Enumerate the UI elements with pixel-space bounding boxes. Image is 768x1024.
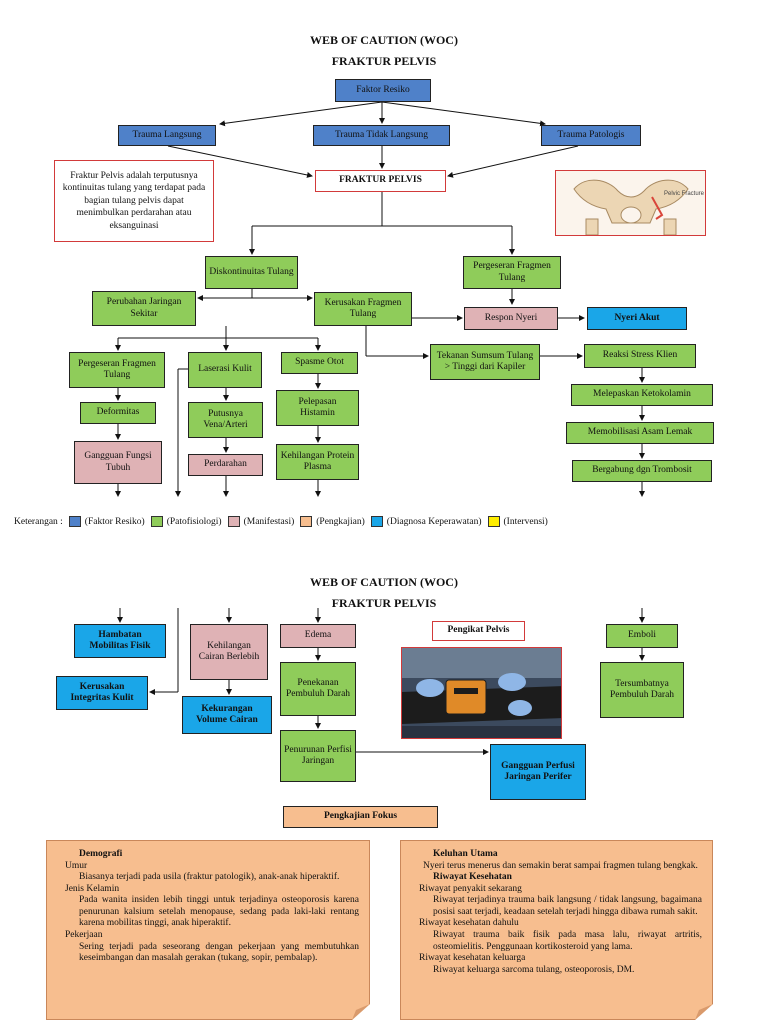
page-fold-icon [352, 1004, 370, 1020]
pekerjaan-text: Sering terjadi pada seseorang dengan pek… [79, 941, 359, 964]
legend: Keterangan : (Faktor Resiko) (Patofisiol… [14, 516, 548, 527]
legend-swatch [68, 516, 81, 527]
pekerjaan-label: Pekerjaan [65, 930, 103, 941]
node-kerusakan-integritas: Kerusakan Integritas Kulit [56, 676, 148, 710]
node-memobilisasi-asam: Memobilisasi Asam Lemak [566, 422, 714, 444]
legend-item-faktor-resiko: (Faktor Resiko) [68, 516, 145, 527]
binder-illustration [402, 648, 561, 738]
node-pengkajian-fokus: Pengkajian Fokus [283, 806, 438, 828]
fraktur-title-2: FRAKTUR PELVIS [331, 596, 437, 610]
legend-item-manifestasi: (Manifestasi) [227, 516, 294, 527]
node-kehilangan-protein: Kehilangan Protein Plasma [276, 444, 359, 480]
legend-item-diagnosa: (Diagnosa Keperawatan) [370, 516, 482, 527]
node-emboli: Emboli [606, 624, 678, 648]
node-tekanan-sumsum: Tekanan Sumsum Tulang > Tinggi dari Kapi… [430, 344, 540, 380]
node-diskontinuitas: Diskontinuitas Tulang [205, 256, 298, 289]
panel-keluhan: Keluhan Utama Nyeri terus menerus dan se… [400, 840, 713, 1020]
node-gangguan-fungsi: Gangguan Fungsi Tubuh [74, 441, 162, 484]
node-kehilangan-cairan: Kehilangan Cairan Berlebih [190, 624, 268, 680]
image-caption: Pelvic Fracture [664, 191, 705, 197]
node-pergeseran-fragmen-top: Pergeseran Fragmen Tulang [463, 256, 561, 289]
node-pelepasan-histamin: Pelepasan Histamin [276, 390, 359, 426]
keluhan-heading: Keluhan Utama [433, 849, 498, 859]
node-gangguan-perfusi: Gangguan Perfusi Jaringan Perifer [490, 744, 586, 800]
node-trauma-patologis: Trauma Patologis [541, 125, 641, 146]
node-bergabung-trombosit: Bergabung dgn Trombosit [572, 460, 712, 482]
node-nyeri-akut: Nyeri Akut [587, 307, 687, 330]
keluhan-text: Nyeri terus menerus dan semakin berat sa… [423, 860, 698, 871]
node-penekanan-pembuluh: Penekanan Pembuluh Darah [280, 662, 356, 716]
node-pengikat-pelvis: Pengikat Pelvis [432, 621, 525, 641]
legend-swatch [150, 516, 163, 527]
node-edema: Edema [280, 624, 356, 648]
legend-swatch [370, 516, 383, 527]
keluarga-text: Riwayat keluarga sarcoma tulang, osteopo… [433, 964, 635, 975]
node-laserasi-kulit: Laserasi Kulit [188, 352, 262, 388]
node-tersumbatnya: Tersumbatnya Pembuluh Darah [600, 662, 684, 718]
woc-title: WEB OF CAUTION (WOC) [310, 33, 458, 47]
legend-item-patofisiologi: (Patofisiologi) [150, 516, 222, 527]
node-perubahan-jaringan: Perubahan Jaringan Sekitar [92, 291, 196, 326]
definition-note: Fraktur Pelvis adalah terputusnya kontin… [54, 160, 214, 242]
legend-swatch [227, 516, 240, 527]
jenis-kelamin-text: Pada wanita insiden lebih tinggi untuk t… [79, 895, 359, 929]
fraktur-title: FRAKTUR PELVIS [331, 54, 437, 68]
node-penurunan-perfusi: Penurunan Perfisi Jaringan [280, 730, 356, 782]
pelvis-illustration [556, 171, 705, 235]
node-hambatan-mobilitas: Hambatan Mobilitas Fisik [74, 624, 166, 658]
node-melepaskan-ketokolamin: Melepaskan Ketokolamin [571, 384, 713, 406]
pelvis-image: Pelvic Fracture [555, 170, 706, 236]
dahulu-text: Riwayat trauma baik fisik pada masa lalu… [433, 930, 702, 952]
node-respon-nyeri: Respon Nyeri [464, 307, 558, 330]
panel-demografi: Demografi Umur Biasanya terjadi pada usi… [46, 840, 370, 1020]
node-pergeseran-fragmen-left: Pergeseran Fragmen Tulang [69, 352, 165, 388]
node-trauma-tidak-langsung: Trauma Tidak Langsung [313, 125, 450, 146]
riwayat-heading: Riwayat Kesehatan [433, 872, 512, 883]
node-kekurangan-volume: Kekurangan Volume Cairan [182, 696, 272, 734]
sekarang-text: Riwayat terjadinya trauma baik langsung … [433, 895, 702, 917]
node-putusnya-vena: Putusnya Vena/Arteri [188, 402, 263, 438]
dahulu-label: Riwayat kesehatan dahulu [419, 918, 519, 929]
page-fold-icon [695, 1004, 713, 1020]
keluarga-label: Riwayat kesehatan keluarga [419, 953, 526, 964]
node-perdarahan: Perdarahan [188, 454, 263, 476]
demografi-heading: Demografi [79, 849, 123, 859]
node-trauma-langsung: Trauma Langsung [118, 125, 216, 146]
node-reaksi-stress: Reaksi Stress Klien [584, 344, 696, 368]
pelvic-binder-image [401, 647, 562, 739]
legend-swatch [300, 516, 313, 527]
legend-item-intervensi: (Intervensi) [487, 516, 548, 527]
node-deformitas: Deformitas [80, 402, 156, 424]
umur-label: Umur [65, 860, 88, 871]
sekarang-label: Riwayat penyakit sekarang [419, 883, 522, 894]
legend-swatch [487, 516, 500, 527]
legend-prefix: Keterangan : [14, 516, 63, 527]
node-kerusakan-fragmen: Kerusakan Fragmen Tulang [314, 292, 412, 326]
jenis-kelamin-label: Jenis Kelamin [65, 883, 120, 894]
woc-title-2: WEB OF CAUTION (WOC) [310, 575, 458, 589]
node-faktor-resiko: Faktor Resiko [335, 79, 431, 102]
node-spasme-otot: Spasme Otot [281, 352, 358, 374]
umur-text: Biasanya terjadi pada usila (fraktur pat… [79, 872, 340, 883]
node-fraktur-pelvis: FRAKTUR PELVIS [315, 170, 446, 192]
legend-item-pengkajian: (Pengkajian) [300, 516, 365, 527]
